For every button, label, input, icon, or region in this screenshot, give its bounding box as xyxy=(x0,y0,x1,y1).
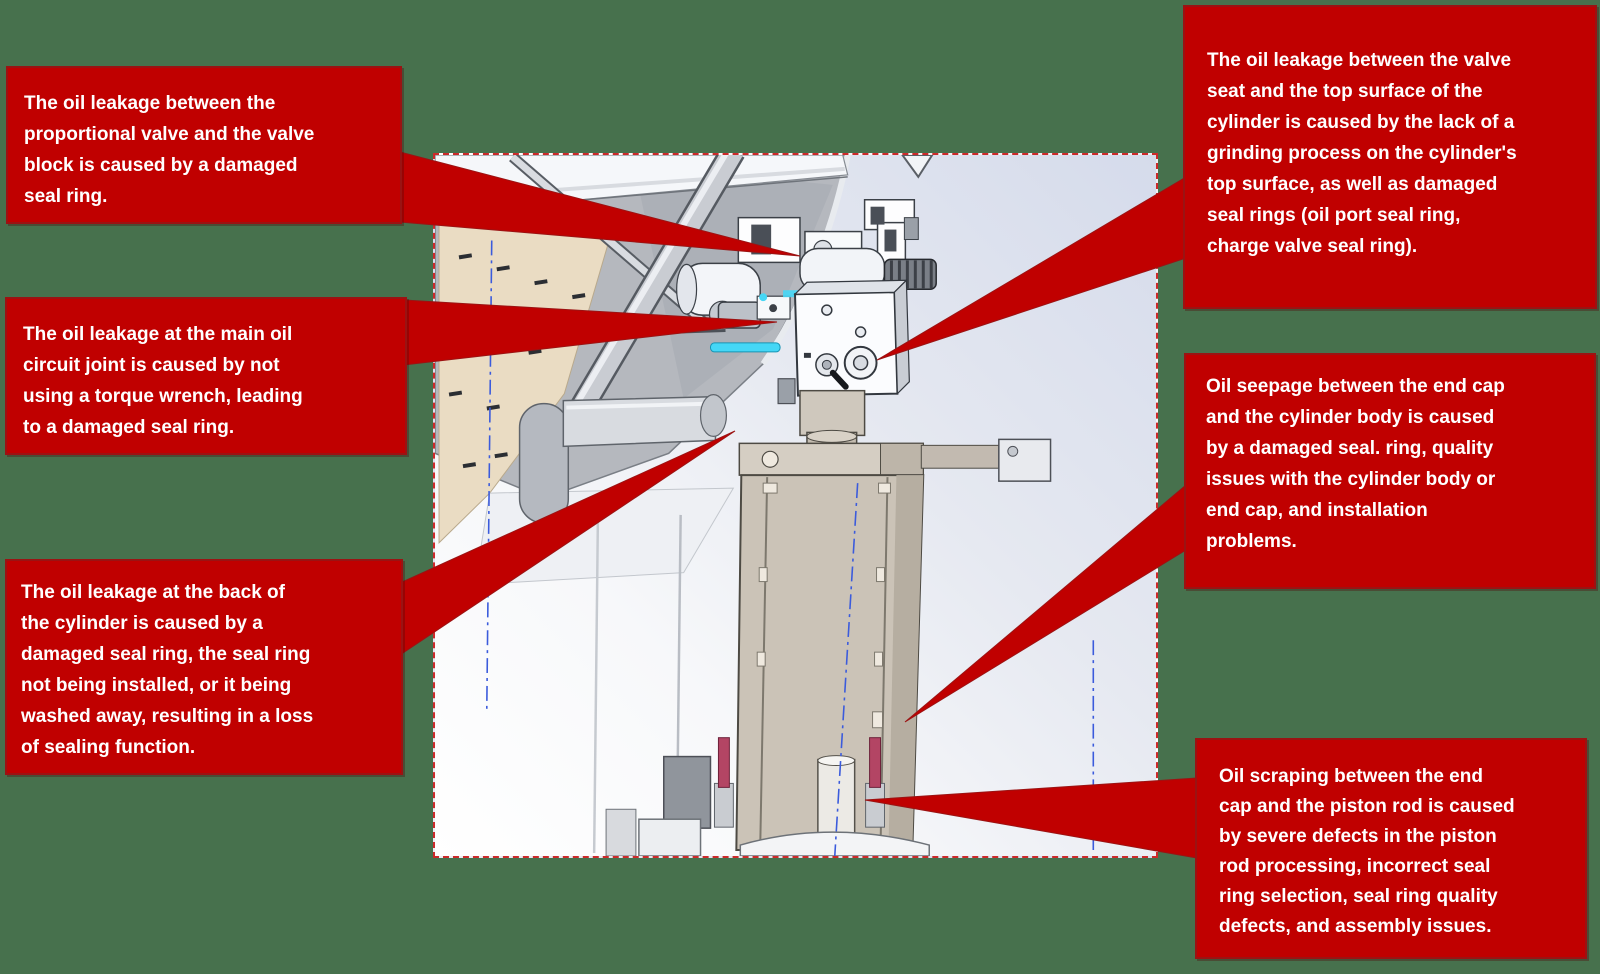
callout-end-cap-piston-rod: Oil scraping between the end cap and the… xyxy=(1195,738,1587,959)
cad-image xyxy=(433,153,1158,858)
callout-proportional-valve-text: The oil leakage between the proportional… xyxy=(24,93,315,207)
callout-cylinder-back: The oil leakage at the back of the cylin… xyxy=(5,559,403,775)
callout-main-oil-circuit-joint-text: The oil leakage at the main oil circuit … xyxy=(23,324,303,438)
callout-end-cap-cylinder-body: Oil seepage between the end cap and the … xyxy=(1184,353,1596,589)
cad-drawing xyxy=(435,155,1095,856)
callout-valve-seat-cylinder-top-text: The oil leakage between the valve seat a… xyxy=(1207,50,1517,257)
callout-main-oil-circuit-joint: The oil leakage at the main oil circuit … xyxy=(5,297,407,455)
callout-end-cap-piston-rod-text: Oil scraping between the end cap and the… xyxy=(1219,766,1515,937)
callout-proportional-valve: The oil leakage between the proportional… xyxy=(6,66,402,224)
callout-cylinder-back-text: The oil leakage at the back of the cylin… xyxy=(21,582,314,758)
callout-valve-seat-cylinder-top: The oil leakage between the valve seat a… xyxy=(1183,5,1597,309)
callout-end-cap-cylinder-body-text: Oil seepage between the end cap and the … xyxy=(1206,376,1505,552)
